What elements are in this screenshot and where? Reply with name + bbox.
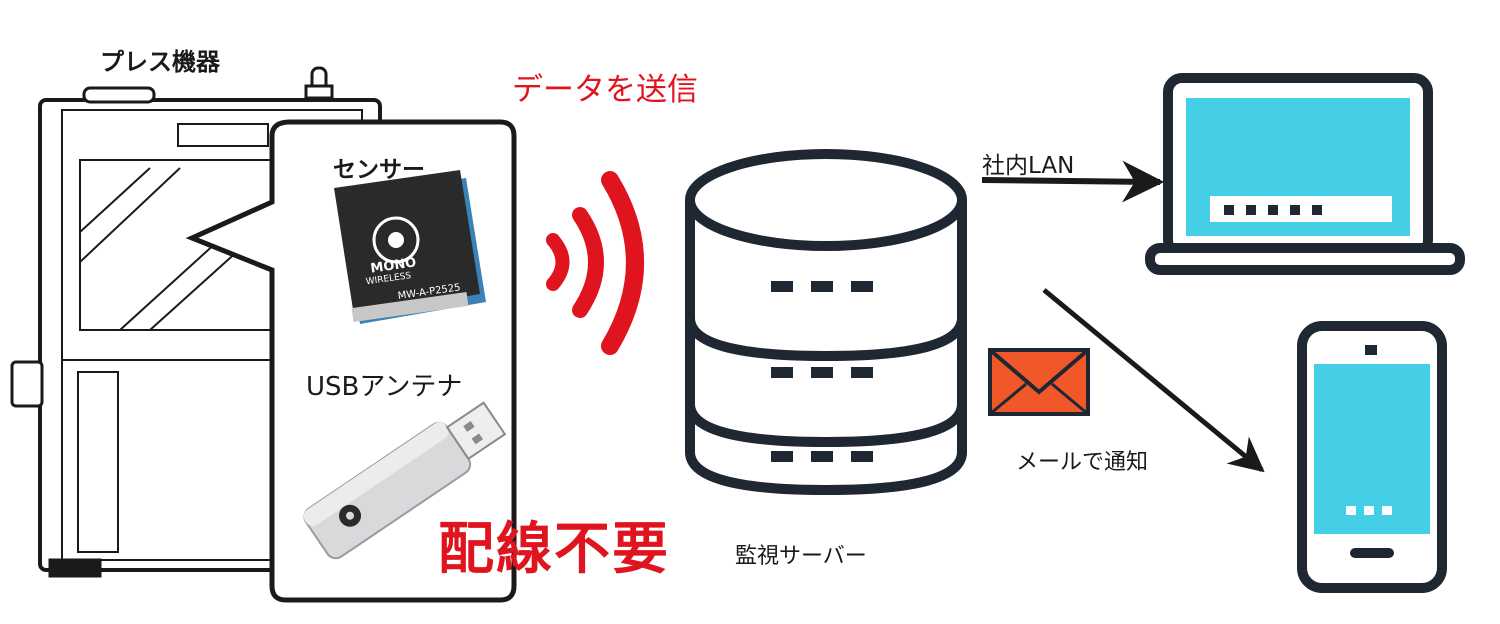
sensor-chip-icon: MONO WIRELESS MW-A-P2525 1 (334, 170, 486, 324)
mail-arrow (1042, 288, 1265, 473)
usb-antenna-label: USBアンテナ (306, 372, 463, 402)
smartphone-icon (1297, 321, 1447, 593)
wireless-signal-icon (546, 171, 644, 355)
monitor-server-label: 監視サーバー (735, 544, 867, 569)
sensor-label: センサー (333, 157, 425, 183)
send-data-label: データを送信 (512, 72, 698, 108)
no-wiring-label: 配線不要 (438, 517, 670, 582)
database-server-icon (685, 149, 967, 496)
chip-pin-mark: 1 (344, 300, 353, 316)
lan-label: 社内LAN (982, 153, 1075, 179)
mail-notify-label: メールで通知 (1016, 450, 1149, 475)
lan-arrow (981, 160, 1165, 203)
chip-brand-line1: MONO (370, 255, 418, 276)
mail-envelope-icon (988, 348, 1090, 416)
laptop-icon (1145, 73, 1465, 275)
usb-antenna-icon (303, 401, 507, 560)
press-machine-label: プレス機器 (100, 48, 220, 76)
